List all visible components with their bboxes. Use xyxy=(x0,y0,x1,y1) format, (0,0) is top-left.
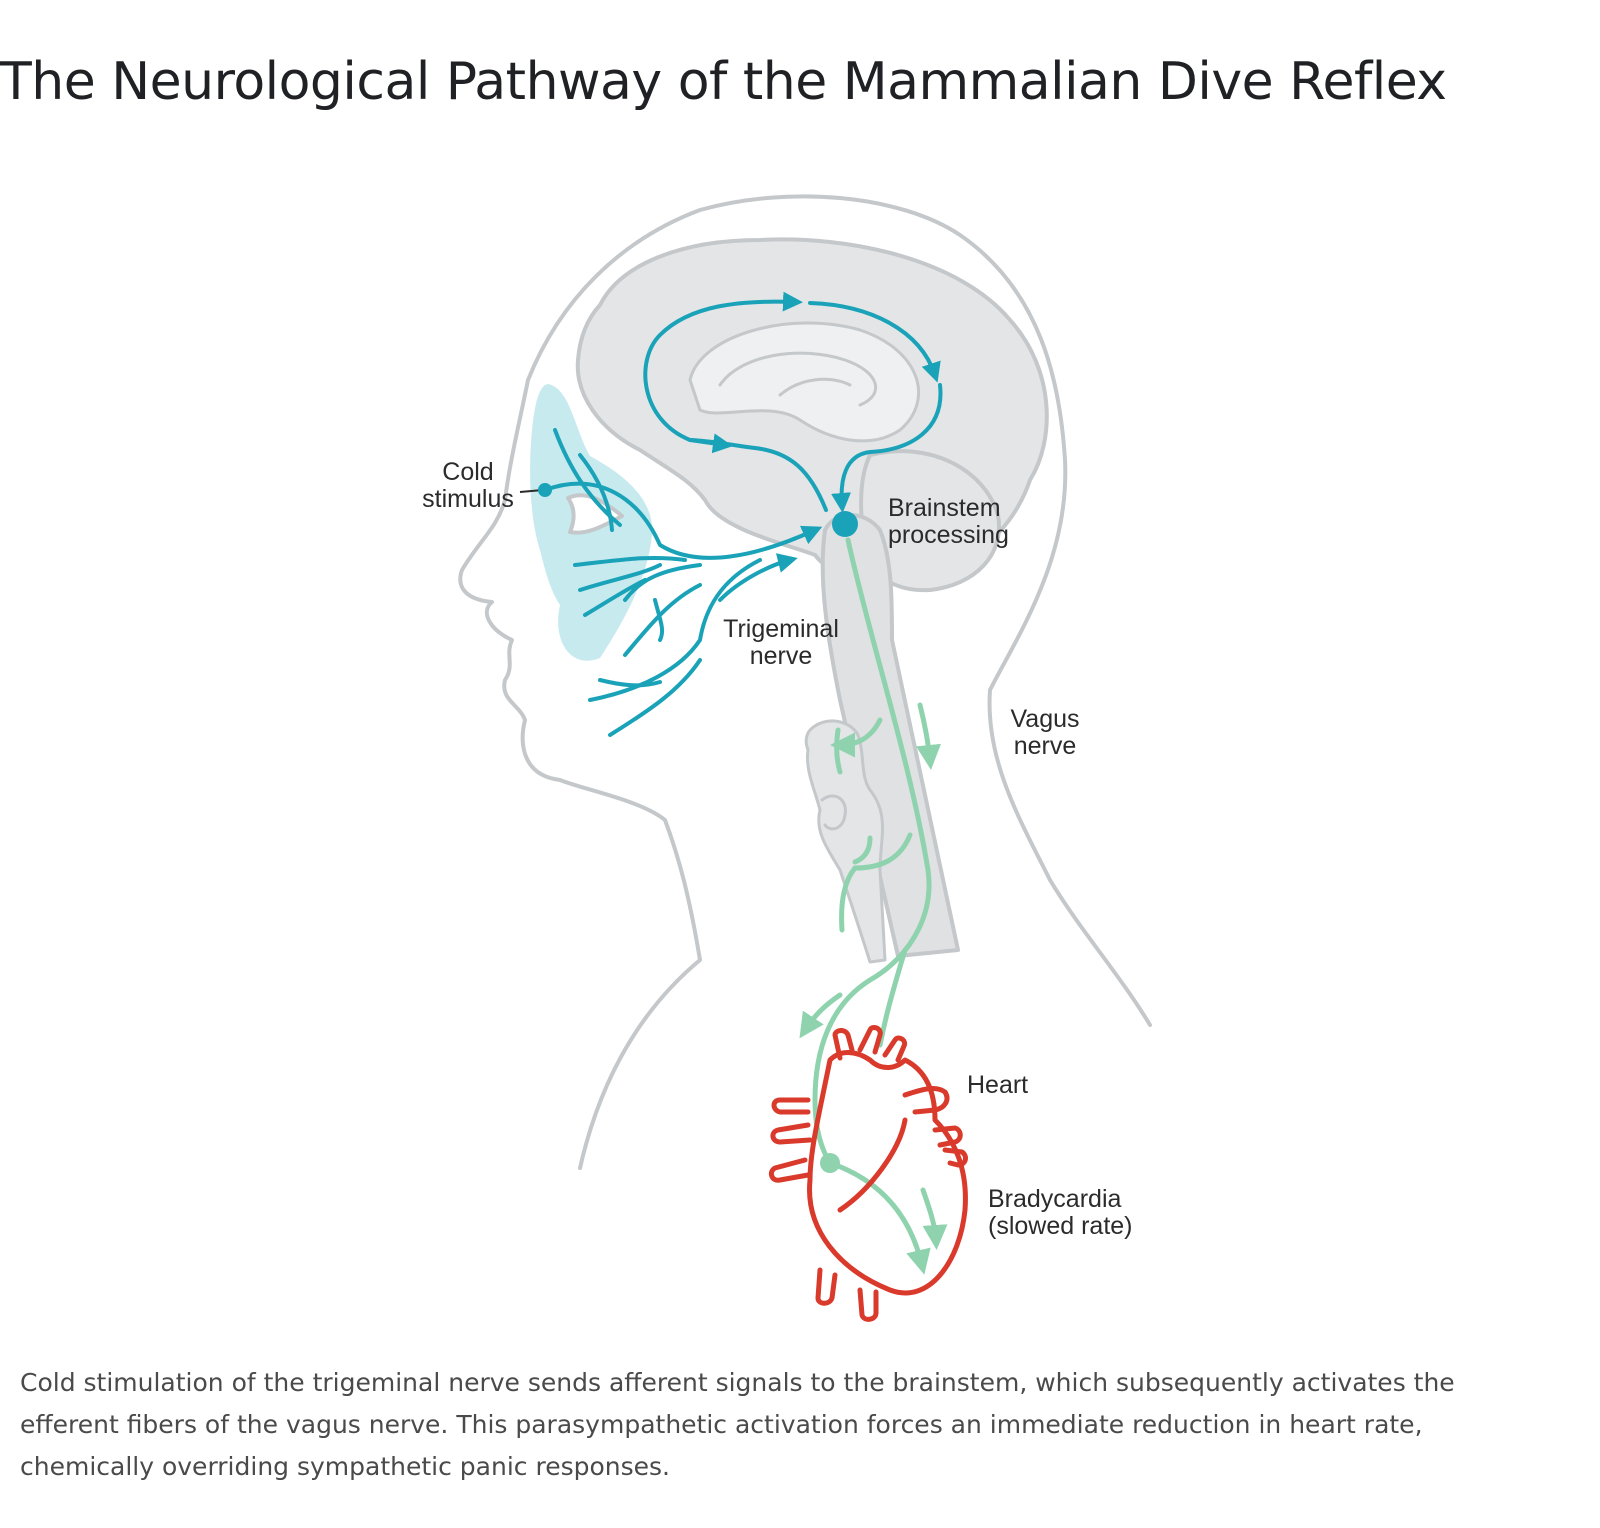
label-trigeminal-2: nerve xyxy=(750,642,813,670)
label-trigeminal-1: Trigeminal xyxy=(723,615,839,643)
vagus-heart-junction xyxy=(820,1153,840,1173)
brainstem-node xyxy=(832,511,858,537)
caption: Cold stimulation of the trigeminal nerve… xyxy=(20,1362,1560,1488)
cold-stimulus-point xyxy=(538,483,552,497)
label-vagus-1: Vagus xyxy=(1010,705,1079,733)
label-vagus-2: nerve xyxy=(1014,732,1077,760)
label-brainstem-1: Brainstem xyxy=(888,494,1001,522)
label-brainstem-2: processing xyxy=(888,521,1009,549)
label-cold-stimulus-1: Cold xyxy=(442,458,493,486)
label-bradycardia-1: Bradycardia xyxy=(988,1185,1121,1213)
label-cold-stimulus-2: stimulus xyxy=(422,485,514,513)
heart-icon xyxy=(771,1028,965,1320)
label-heart: Heart xyxy=(967,1071,1028,1099)
dive-reflex-diagram: Cold stimulus Brainstem processing Trige… xyxy=(0,0,1600,1340)
label-bradycardia-2: (slowed rate) xyxy=(988,1212,1133,1240)
